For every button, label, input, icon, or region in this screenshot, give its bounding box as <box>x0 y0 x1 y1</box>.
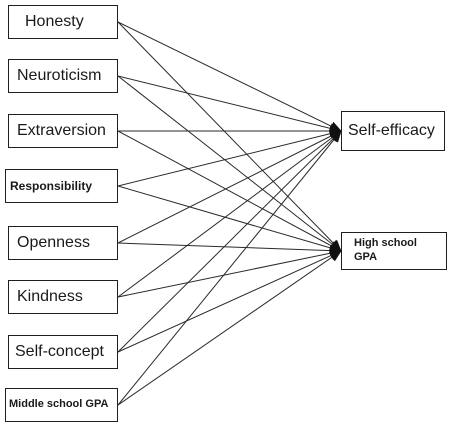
edge-neuroticism-to-selfefficacy <box>117 75 342 134</box>
edge-extraversion-to-hsgpa <box>117 130 342 252</box>
edge-honesty-to-selfefficacy <box>117 21 342 132</box>
node-self-concept: Self-concept <box>8 335 118 369</box>
node-label: Self-concept <box>15 342 104 360</box>
edge-kindness-to-hsgpa <box>117 248 342 298</box>
node-label: Responsibility <box>10 178 93 193</box>
node-label: Honesty <box>25 12 84 30</box>
node-label: High school GPA <box>354 237 417 263</box>
edge-honesty-to-hsgpa <box>117 21 342 252</box>
node-honesty: Honesty <box>8 5 118 39</box>
node-extraversion: Extraversion <box>8 114 118 148</box>
node-openness: Openness <box>8 226 118 260</box>
node-kindness: Kindness <box>8 280 118 314</box>
node-label: Middle school GPA <box>9 398 109 411</box>
edge-kindness-to-selfefficacy <box>117 130 342 298</box>
node-responsibility: Responsibility <box>5 169 118 203</box>
node-high-school-gpa: High school GPA <box>341 232 447 270</box>
node-neuroticism: Neuroticism <box>8 59 118 93</box>
edge-openness-to-hsgpa <box>117 242 342 256</box>
node-self-efficacy: Self-efficacy <box>341 111 445 151</box>
edge-responsibility-to-hsgpa <box>117 185 342 253</box>
node-label: Extraversion <box>17 121 106 139</box>
edge-selfconcept-to-hsgpa <box>117 250 342 353</box>
node-middle-school-gpa: Middle school GPA <box>5 388 118 422</box>
edge-middlegpa-to-selfefficacy <box>117 130 342 406</box>
edge-selfconcept-to-selfefficacy <box>117 130 342 353</box>
node-label: Kindness <box>17 287 83 305</box>
edge-openness-to-selfefficacy <box>117 130 342 244</box>
edge-neuroticism-to-hsgpa <box>117 75 342 252</box>
node-label: Neuroticism <box>17 66 102 84</box>
edge-responsibility-to-selfefficacy <box>117 128 342 187</box>
node-label: Openness <box>17 233 90 251</box>
node-label: Self-efficacy <box>348 121 435 139</box>
edge-middlegpa-to-hsgpa <box>117 250 342 406</box>
